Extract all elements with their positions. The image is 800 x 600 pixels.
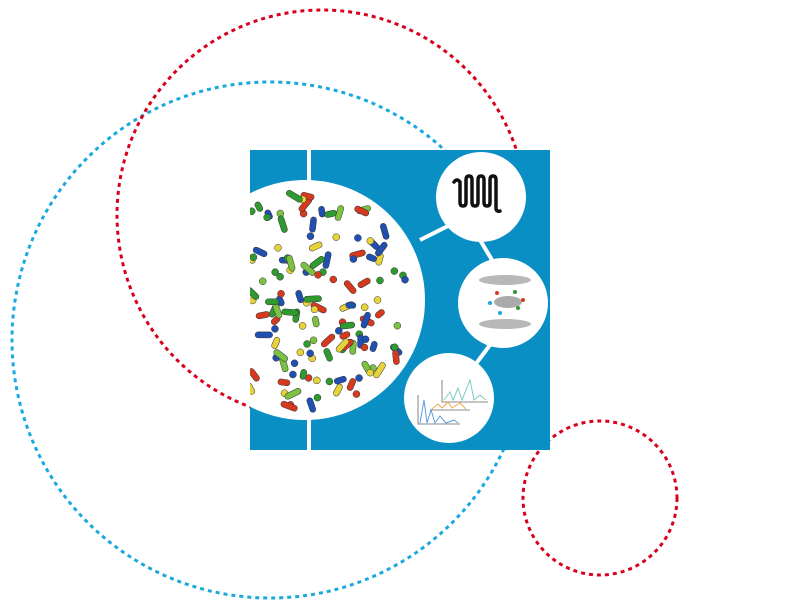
bacterium (265, 298, 280, 306)
bacterium (263, 213, 271, 222)
bacterium (273, 349, 288, 362)
bacterium (323, 348, 333, 362)
bacterium (375, 309, 385, 319)
bacterium (349, 255, 358, 263)
central-panel (250, 150, 550, 450)
bacterium (259, 277, 267, 285)
dashed-ring-red-small (521, 419, 679, 577)
bacterium (250, 368, 260, 382)
bacterium (361, 335, 370, 344)
bacterium (320, 333, 336, 348)
bacterium (375, 241, 388, 257)
bacterium (277, 290, 285, 298)
bacterium (303, 295, 322, 303)
bacterium (352, 390, 361, 398)
bacterium (357, 277, 371, 289)
bacterium (254, 331, 273, 339)
bacterium (360, 303, 369, 312)
bacterium (376, 276, 384, 285)
bacterium (360, 311, 371, 329)
bacterium (250, 207, 256, 215)
bacterium (276, 272, 284, 281)
bacterium (345, 301, 357, 309)
bacterium (277, 215, 288, 233)
bacterium (314, 271, 322, 279)
bacterium (313, 393, 322, 402)
bacterium (286, 254, 296, 272)
bacterium (250, 382, 256, 395)
bacterium (286, 190, 303, 203)
bacterium (390, 267, 399, 275)
bacterium (329, 275, 338, 284)
bacterium (324, 209, 337, 218)
bacteria-cluster (250, 190, 409, 413)
bacterium (252, 246, 268, 258)
bacterium (354, 205, 370, 217)
bacterium (298, 322, 307, 330)
peptide-chain-icon (436, 152, 526, 242)
bacterium (306, 232, 315, 241)
bacterium (284, 388, 302, 400)
bacterium (339, 331, 351, 340)
bacterium (335, 338, 350, 353)
bacterium (271, 268, 279, 276)
bacterium (366, 368, 374, 377)
bacterium (308, 241, 323, 252)
bacterium (373, 296, 382, 304)
bacterium (346, 378, 356, 391)
bacterium (306, 397, 317, 413)
bacterium (335, 327, 343, 335)
bacterium (325, 377, 334, 386)
bacterium (277, 378, 291, 387)
bacterium (313, 376, 321, 385)
bacterium (390, 343, 399, 351)
bacterium (280, 400, 298, 412)
bacterium (369, 341, 378, 352)
bacterium (295, 290, 304, 304)
bacterium (303, 340, 311, 348)
bacterium (250, 287, 260, 300)
bacterium (339, 321, 356, 330)
bacterium (271, 325, 279, 333)
bacterium (309, 216, 317, 233)
bacterium (274, 244, 282, 252)
bacterium (343, 280, 357, 294)
bacterium (360, 343, 369, 352)
bacterium (271, 337, 281, 349)
bacterium (309, 256, 325, 269)
bacterium (296, 348, 305, 357)
bacterium (306, 349, 314, 358)
bacterium (380, 223, 390, 240)
bacterium (289, 370, 297, 379)
bacterium (309, 336, 318, 345)
spectra-chart-icon (404, 353, 494, 443)
bacterium (281, 308, 299, 317)
bacterium (290, 359, 299, 368)
bacterium (392, 349, 400, 365)
bacterium (366, 253, 377, 262)
bacterium (332, 233, 341, 241)
bacterium (333, 383, 343, 397)
bacterium (355, 374, 363, 382)
bacterium (255, 311, 270, 320)
bacterium (354, 234, 362, 242)
bacterium (318, 206, 326, 218)
bacterium (312, 315, 320, 328)
bacterium (373, 362, 386, 379)
bacterium (334, 375, 347, 385)
bacterium (393, 321, 402, 330)
bacterium (250, 253, 258, 262)
bacterium (299, 369, 307, 380)
bacterium (401, 275, 409, 284)
bacterium (366, 237, 375, 245)
bacterium (254, 201, 264, 212)
bacterium (310, 305, 319, 314)
